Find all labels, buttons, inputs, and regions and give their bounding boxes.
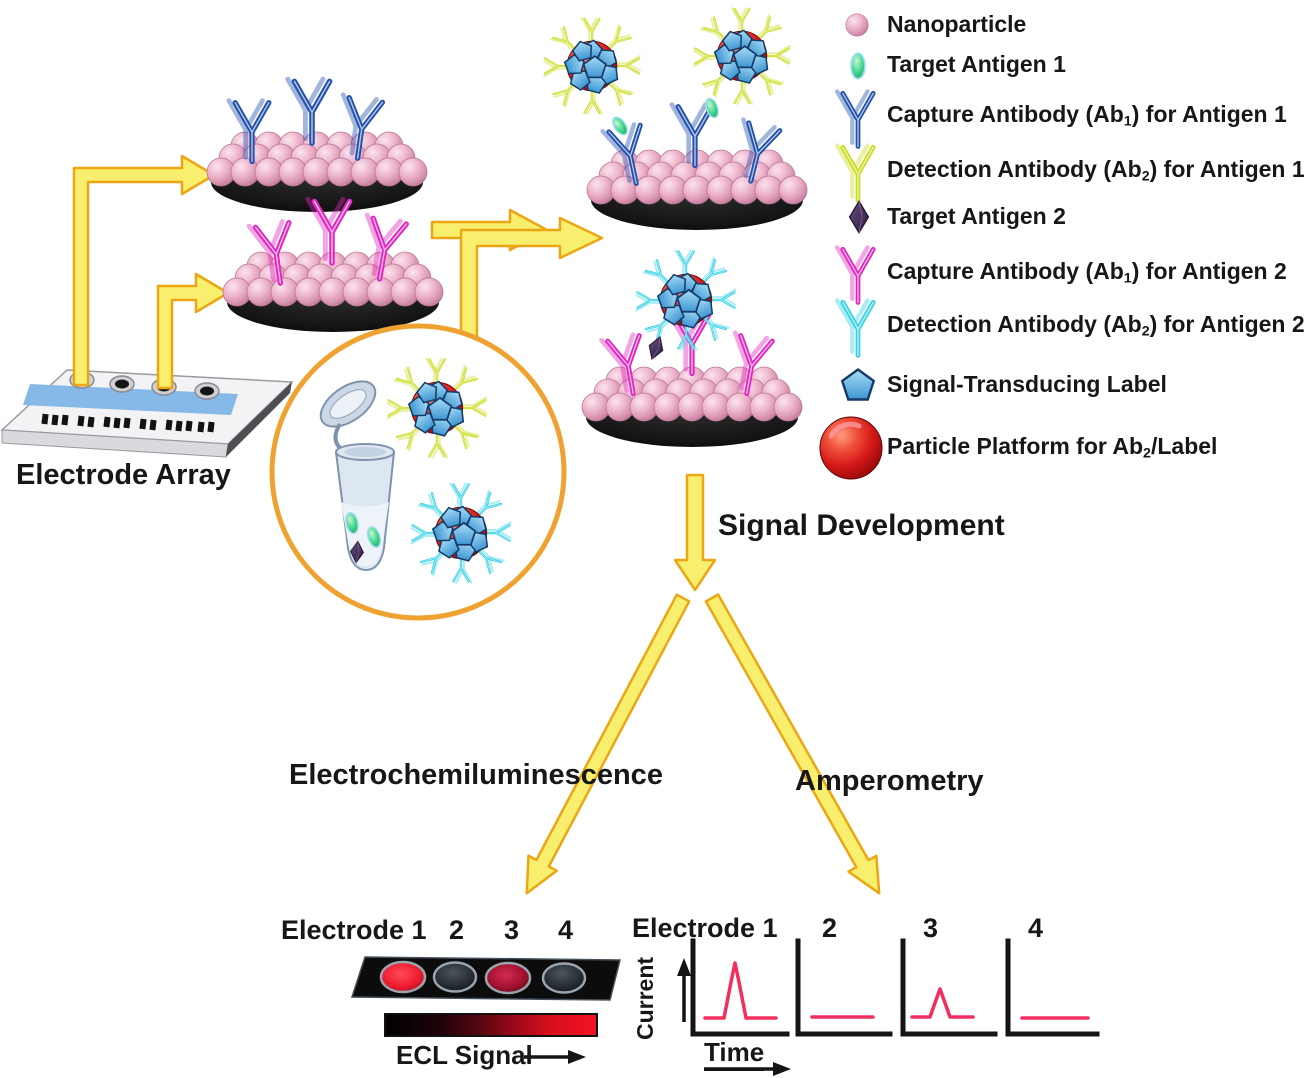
amperometry-plot-2 [795,938,893,1037]
ecl-electrode-label-3: 3 [504,915,520,945]
legend-item-detection-ab2-antigen1: Detection Antibody (Ab2) for Antigen 1 [887,156,1304,185]
capture-ab1-antigen2-icon [837,247,873,302]
arrow-reagents-to-assay [459,216,604,340]
target-antigen-2-icon [848,200,870,234]
detection-ab2-antigen2-icon [837,300,873,355]
sandwich-electrode-antigen1 [544,8,807,230]
arrow-array-to-electrode2 [156,272,230,390]
electrode2-capture-surface [223,199,443,332]
ecl-electrode-label-4: 4 [558,915,574,945]
legend-item-target-antigen-1: Target Antigen 1 [887,51,1066,77]
capture-ab1-antigen1-icon [837,91,873,146]
signal-transducing-label-icon [841,368,875,401]
bound-detection-particle-antigen2 [637,251,736,350]
current-axis-label: Current [632,956,658,1040]
bound-detection-particle-antigen1 [544,18,640,114]
sandwich-electrode-antigen2 [582,251,802,447]
electrode-array-device [0,369,294,458]
amperometry-plot-3 [900,938,998,1037]
particle-platform-icon [819,416,883,480]
device-blue-stripe [23,384,238,415]
ecl-spot-2 [432,961,478,993]
ecl-spot-1 [379,960,427,994]
legend-item-signal-transducing-label: Signal-Transducing Label [887,371,1167,397]
arrow-signal-development [673,473,717,592]
ecl-electrode-label-2: 2 [449,915,465,945]
signal-development-label: Signal Development [718,509,1005,542]
amperometry-plots [677,938,1100,1076]
amp-electrode-label-4: 4 [1028,913,1044,943]
legend-icons [819,13,883,480]
arrow-to-ecl [525,593,691,895]
ecl-colorbar [384,1013,598,1037]
sample-tube [319,380,396,572]
bound-detection-particle-antigen1 [694,8,790,104]
legend-item-capture-ab1-antigen1: Capture Antibody (Ab1) for Antigen 1 [887,101,1287,130]
detection-ab2-antigen1-icon [837,145,873,200]
nanoparticle-icon [845,13,869,37]
electrode1-capture-surface [207,79,427,212]
target-antigen-1-icon [850,52,866,80]
reagent-mix-circle [269,323,567,621]
ecl-result-strip [350,956,621,1064]
electrode-array-label: Electrode Array [16,459,231,491]
amp-electrode-label-1: Electrode 1 [632,913,778,943]
arrow-to-amperometry [704,593,881,895]
legend-item-nanoparticle: Nanoparticle [887,11,1027,37]
legend-item-target-antigen-2: Target Antigen 2 [887,203,1066,229]
ecl-signal-arrow-icon [524,1050,586,1064]
current-axis-arrow-icon [677,958,691,1022]
amperometry-plot-1 [690,938,790,1037]
legend-item-detection-ab2-antigen2: Detection Antibody (Ab2) for Antigen 2 [887,311,1304,340]
time-axis-label: Time [704,1038,765,1071]
ecl-signal-label: ECL Signal [396,1040,533,1070]
amp-electrode-label-2: 2 [822,913,838,943]
amperometry-branch-label: Amperometry [795,765,984,797]
ecl-spot-4 [541,962,587,994]
antigen2-link [644,333,668,363]
legend-item-particle-platform: Particle Platform for Ab2/Label [887,433,1218,462]
ecl-electrode-label-1: Electrode 1 [281,915,427,945]
ecl-spot-3 [484,961,532,995]
legend-item-capture-ab1-antigen2: Capture Antibody (Ab1) for Antigen 2 [887,258,1287,287]
ecl-branch-label: Electrochemiluminescence [289,759,663,791]
arrow-array-to-electrode1 [72,154,216,387]
amp-electrode-label-3: 3 [923,913,939,943]
device-key-ticks [41,413,215,433]
amperometry-plot-4 [1005,938,1100,1037]
